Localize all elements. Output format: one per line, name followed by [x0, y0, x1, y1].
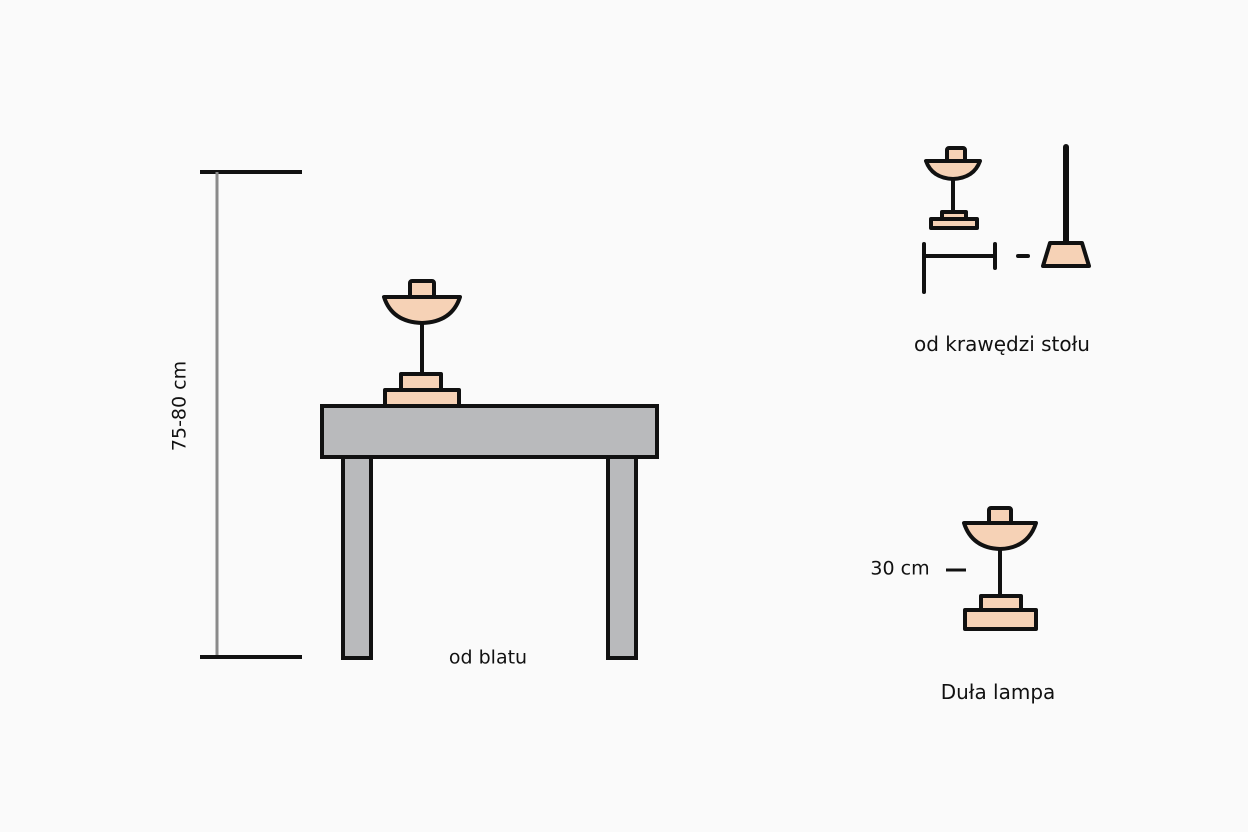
table [320, 404, 659, 660]
table-lamp-icon [382, 279, 462, 408]
floor-lamp-icon [1041, 144, 1091, 268]
small-lamp-icon [924, 146, 982, 230]
table-leg-right [606, 453, 638, 660]
large-lamp-label: Duła lampa [940, 680, 1056, 704]
height-range-label: 75-80 cm [168, 360, 191, 452]
height-dimension [200, 170, 302, 659]
from-tabletop-label: od blatu [448, 646, 528, 669]
table-top [320, 404, 659, 459]
distance-label: 30 cm [870, 557, 930, 580]
from-table-edge-label: od krawędzi stołu [914, 332, 1090, 356]
edge-distance-bracket [922, 242, 1030, 294]
table-leg-left [341, 453, 373, 660]
large-lamp-icon [962, 506, 1038, 631]
